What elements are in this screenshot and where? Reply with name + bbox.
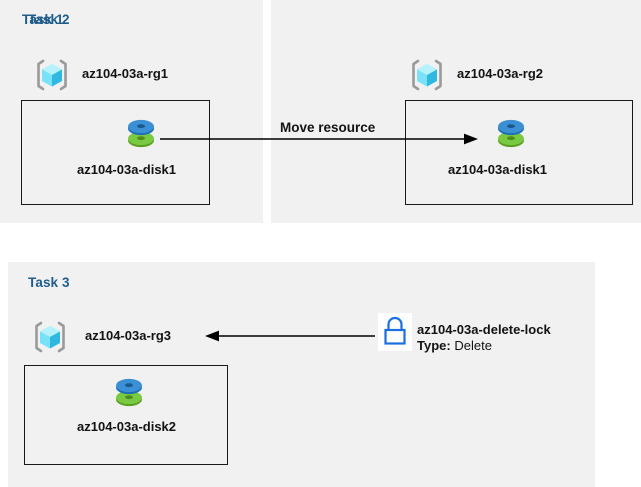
task-2-panel [271, 0, 641, 223]
lock-type-line: Type: Delete [417, 338, 551, 354]
resource-group-label: az104-03a-rg1 [82, 66, 168, 81]
apply-lock-arrow [205, 330, 375, 342]
lock-type-value: Delete [454, 338, 492, 353]
disk-label: az104-03a-disk1 [77, 162, 177, 177]
task-3-resource-box [24, 365, 228, 465]
resource-group-icon [33, 56, 71, 94]
task-3-title: Task 3 [28, 275, 70, 290]
disk-label: az104-03a-disk1 [448, 162, 548, 177]
task-1-resource-box [21, 100, 210, 205]
move-resource-arrow [160, 133, 478, 145]
move-resource-label: Move resource [280, 120, 376, 135]
managed-disk-icon [490, 113, 532, 155]
managed-disk-icon [108, 372, 150, 414]
task-1-title: Task 1 [22, 12, 64, 27]
resource-group-icon [31, 318, 69, 356]
managed-disk-icon [120, 113, 162, 155]
resource-group-icon [408, 56, 446, 94]
task-2-title: Task 2 [28, 12, 70, 27]
lock-name: az104-03a-delete-lock [417, 322, 551, 337]
task-2-resource-box [405, 100, 633, 205]
lock-icon [378, 313, 412, 351]
lock-label-block: az104-03a-delete-lock Type: Delete [417, 322, 551, 354]
disk-label: az104-03a-disk2 [77, 419, 177, 434]
resource-group-label: az104-03a-rg2 [457, 66, 543, 81]
task-3-panel [8, 262, 595, 487]
resource-group-label: az104-03a-rg3 [85, 328, 171, 343]
lock-type-key: Type: [417, 338, 451, 353]
task-1-panel [0, 0, 263, 223]
